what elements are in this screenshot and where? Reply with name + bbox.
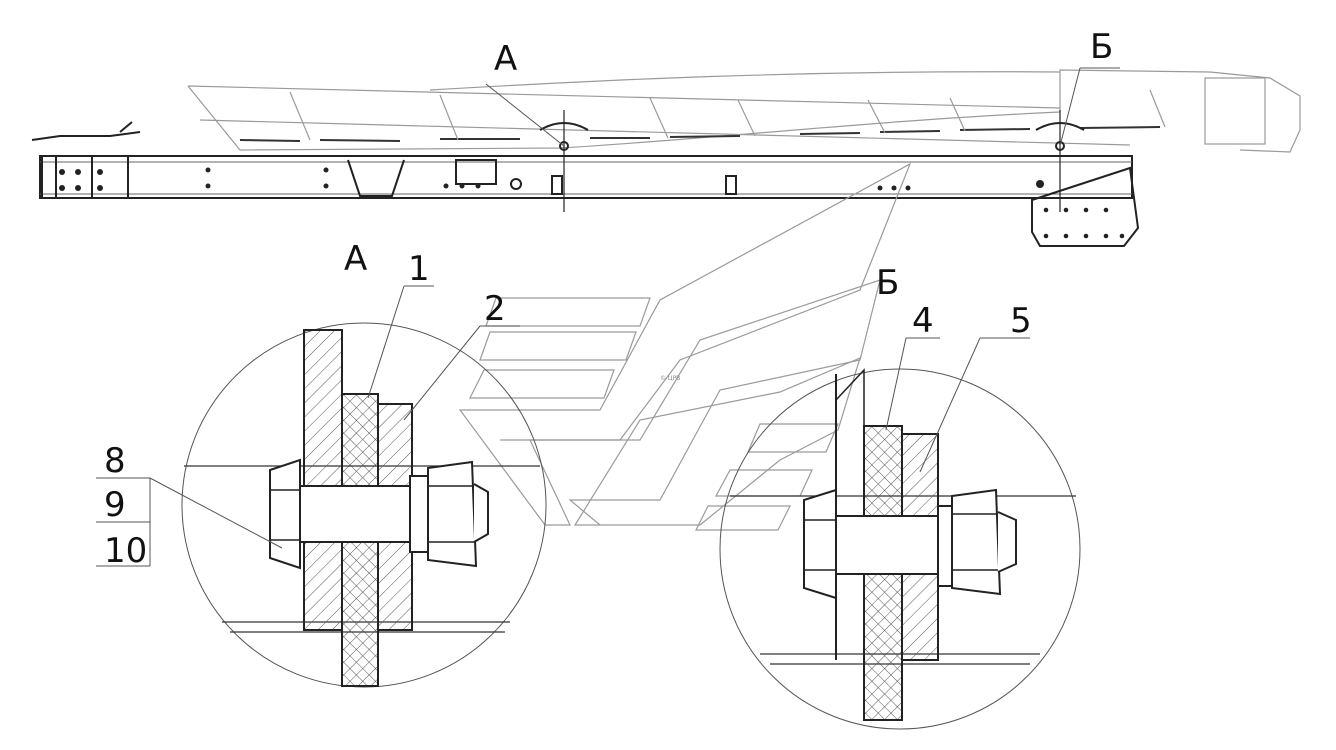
callout-9: 9 — [104, 485, 126, 525]
callout-2: 2 — [484, 289, 506, 329]
detail-a: А 1 2 8 9 10 — [96, 239, 547, 688]
frame-side-view: А Б — [31, 27, 1301, 247]
detail-b-washer — [937, 505, 953, 587]
mark-b-top: Б — [1090, 27, 1113, 67]
callout-4: 4 — [912, 301, 934, 341]
detail-a-frame-plate — [303, 329, 343, 631]
left-end-assembly — [31, 121, 141, 199]
detail-b-title: Б — [876, 263, 899, 303]
callout-1: 1 — [408, 249, 430, 289]
watermark-text: © ЦРВ — [660, 375, 680, 382]
detail-a-title: А — [344, 239, 367, 279]
detail-b: Б 4 5 — [719, 263, 1081, 730]
detail-a-nut — [427, 460, 478, 568]
callout-8: 8 — [104, 441, 126, 481]
mark-a-top: А — [494, 39, 517, 79]
callout-10: 10 — [104, 531, 147, 571]
detail-a-bolt-shank — [299, 485, 419, 543]
callout-5: 5 — [1010, 301, 1032, 341]
detail-a-washer — [409, 475, 429, 553]
detail-b-bolt-shank — [835, 515, 949, 575]
detail-b-nut — [951, 488, 1002, 596]
detail-a-bolt-head — [269, 458, 301, 570]
deck-slats — [239, 126, 1161, 142]
detail-b-circle — [719, 368, 1081, 730]
right-bracket — [1031, 166, 1140, 247]
detail-b-bolt-head — [803, 488, 837, 600]
watermark-logo: © ЦРВ — [458, 162, 912, 531]
